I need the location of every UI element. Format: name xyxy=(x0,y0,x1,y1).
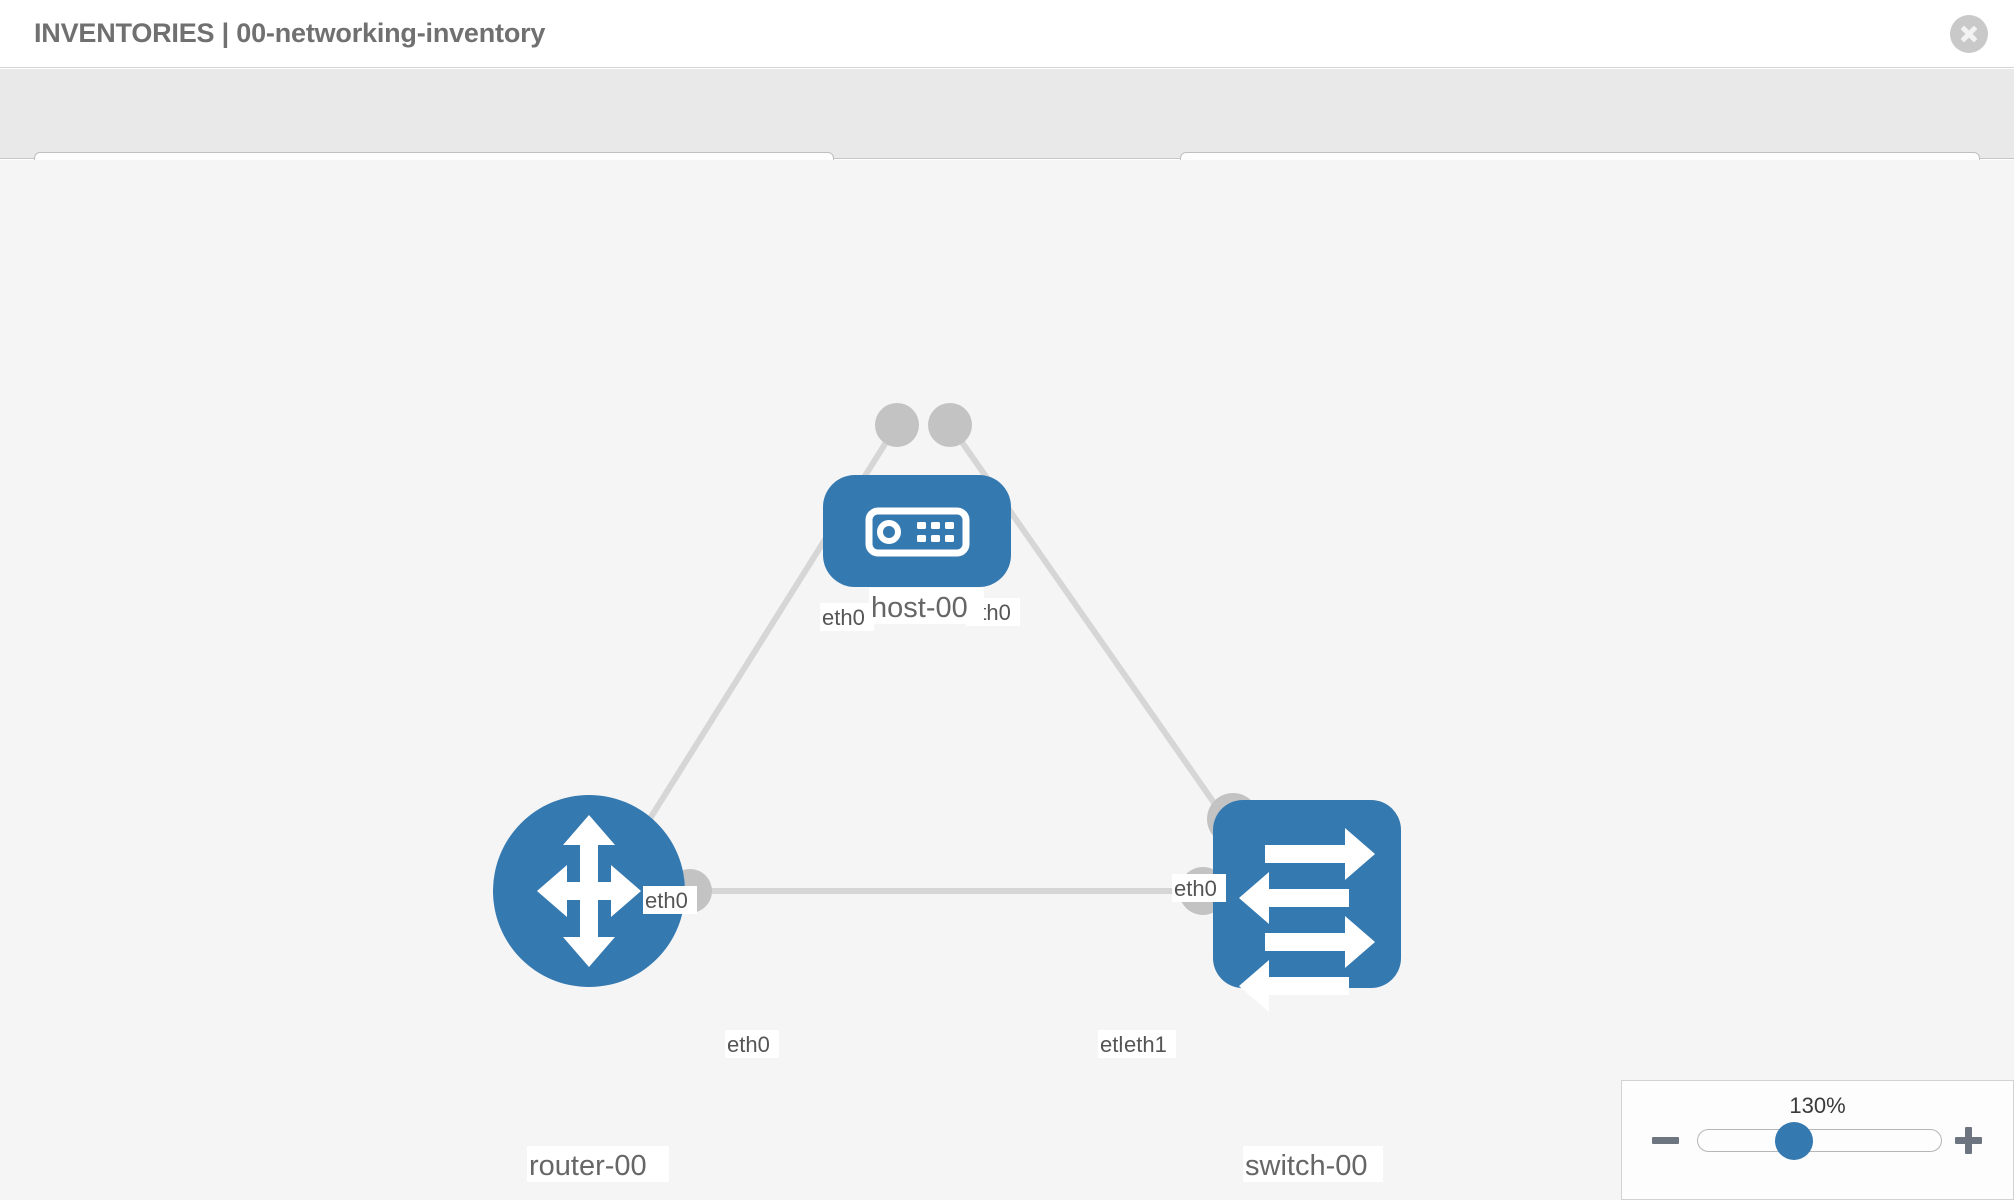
node-router-00[interactable] xyxy=(493,795,685,987)
toolbar: ACTIONS xyxy=(0,69,2014,208)
zoom-slider-thumb[interactable] xyxy=(1775,1122,1813,1160)
iface-label-switch-router: eth1 xyxy=(1122,1030,1176,1058)
node-label-host-00: host-00 xyxy=(869,588,984,624)
node-switch-00[interactable] xyxy=(1213,800,1401,1012)
node-label-switch-00: switch-00 xyxy=(1243,1146,1383,1182)
svg-text:eth0: eth0 xyxy=(822,605,865,630)
node-host-00[interactable] xyxy=(823,475,1011,587)
zoom-control-panel: 130% xyxy=(1621,1080,2014,1200)
svg-text:host-00: host-00 xyxy=(871,592,968,624)
svg-text:eth0: eth0 xyxy=(645,888,688,913)
iface-label-host-router: eth0 xyxy=(820,603,874,631)
connector-host-left[interactable] xyxy=(875,403,919,447)
page-title: INVENTORIES | 00-networking-inventory xyxy=(34,18,546,48)
iface-label-switch-host: eth0 xyxy=(1172,874,1226,902)
topology-canvas[interactable]: eth0 eth0 eth0 eth0 eth0 eth xyxy=(0,160,2014,1200)
zoom-out-button[interactable] xyxy=(1649,1123,1683,1157)
topology-graph: eth0 eth0 eth0 eth0 eth0 eth xyxy=(493,403,1401,1182)
iface-label-router-host: eth0 xyxy=(643,886,697,914)
page-header: INVENTORIES | 00-networking-inventory xyxy=(0,0,2014,68)
close-icon[interactable] xyxy=(1950,15,1988,53)
node-label-router-00: router-00 xyxy=(527,1146,669,1182)
switch-arrows-icon xyxy=(1239,828,1375,1012)
svg-text:eth1: eth1 xyxy=(1124,1032,1167,1057)
svg-text:router-00: router-00 xyxy=(529,1150,647,1182)
svg-text:eth0: eth0 xyxy=(1174,876,1217,901)
zoom-level-value: 130% xyxy=(1789,1093,1846,1118)
svg-text:switch-00: switch-00 xyxy=(1245,1150,1368,1182)
svg-text:eth0: eth0 xyxy=(727,1032,770,1057)
server-icon xyxy=(865,507,970,557)
iface-label-router-switch: eth0 xyxy=(725,1030,779,1058)
zoom-in-button[interactable] xyxy=(1952,1123,1986,1157)
connector-host-right[interactable] xyxy=(928,403,972,447)
router-arrows-icon xyxy=(537,815,641,967)
zoom-slider-track[interactable] xyxy=(1697,1129,1942,1152)
